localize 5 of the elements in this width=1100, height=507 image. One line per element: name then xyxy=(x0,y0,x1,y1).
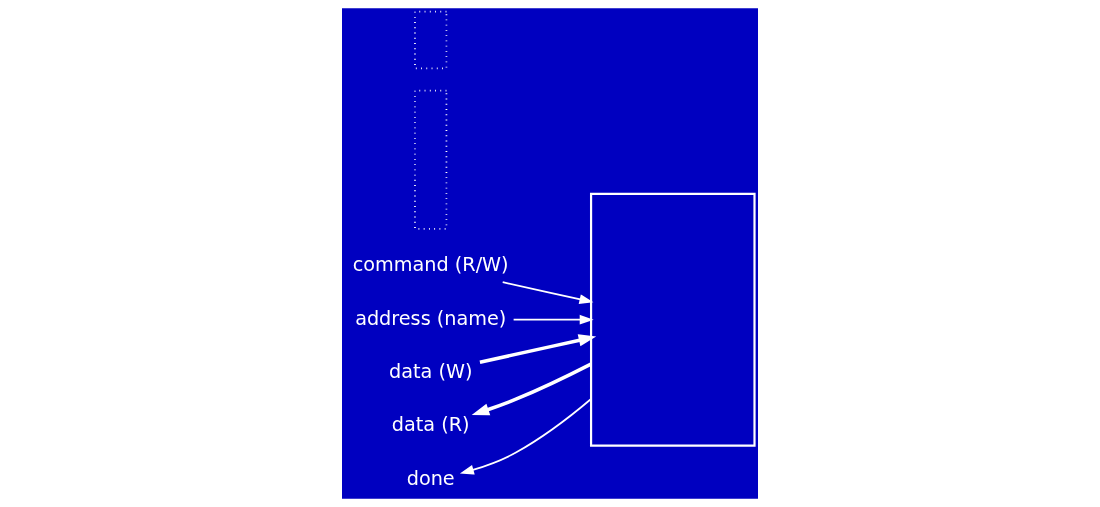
node-text: data (R) xyxy=(391,413,470,437)
node-text: data (W) xyxy=(389,359,473,383)
node-text: done xyxy=(406,466,455,490)
node-text: address (name) xyxy=(355,306,507,330)
node-text: command (R/W) xyxy=(352,253,509,277)
